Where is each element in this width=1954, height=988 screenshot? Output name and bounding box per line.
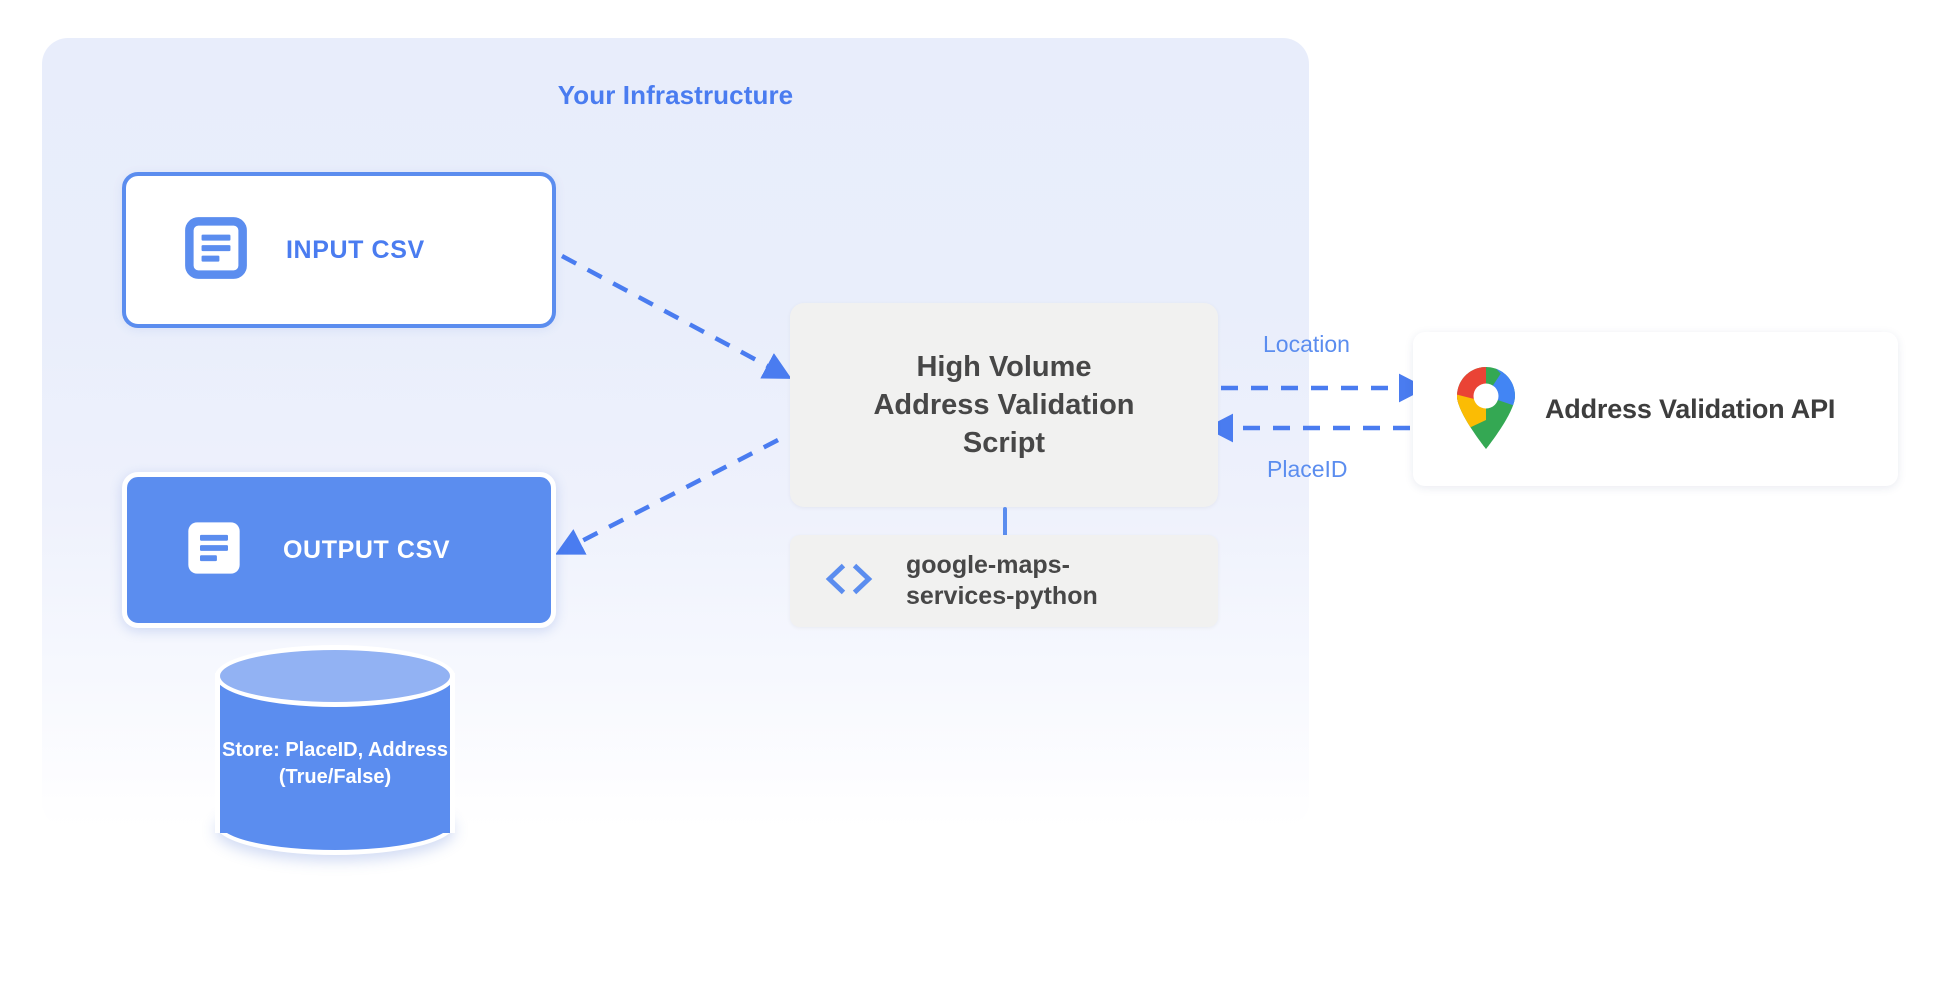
node-library[interactable]: google-maps- services-python — [790, 535, 1218, 627]
document-icon — [179, 513, 249, 588]
google-maps-pin-icon — [1453, 364, 1519, 455]
node-input-csv[interactable]: INPUT CSV — [122, 172, 556, 328]
database-top-ellipse — [215, 645, 455, 707]
script-library-connector — [1003, 507, 1007, 539]
node-output-csv-label: OUTPUT CSV — [283, 535, 451, 564]
node-address-validation-api[interactable]: Address Validation API — [1413, 332, 1898, 486]
node-validation-script-label: High Volume Address Validation Script — [873, 350, 1135, 460]
document-icon — [182, 214, 250, 287]
node-address-validation-api-label: Address Validation API — [1545, 393, 1836, 424]
node-database-label: Store: PlaceID, Address (True/False) — [221, 739, 448, 789]
node-validation-script[interactable]: High Volume Address Validation Script — [790, 303, 1218, 507]
node-library-label: google-maps- services-python — [906, 550, 1098, 610]
edge-label-placeid: PlaceID — [1267, 456, 1348, 482]
panel-title: Your Infrastructure — [557, 80, 794, 110]
edge-label-location: Location — [1263, 331, 1350, 357]
node-output-csv[interactable]: OUTPUT CSV — [122, 472, 556, 628]
node-input-csv-label: INPUT CSV — [286, 235, 425, 264]
node-database[interactable]: Store: PlaceID, Address (True/False) — [215, 645, 455, 860]
code-brackets-icon — [822, 558, 876, 605]
